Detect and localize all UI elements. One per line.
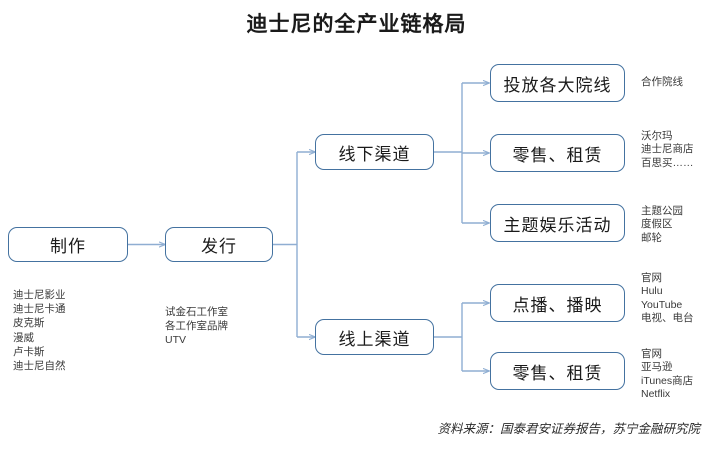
annotation-theme-entertainment: 主题公园度假区邮轮 (641, 205, 683, 244)
node-retail-rental-online[interactable]: 零售、租赁 (490, 352, 625, 390)
node-production[interactable]: 制作 (8, 227, 128, 262)
annotation-retail-rental-offline: 沃尔玛迪士尼商店百思买…… (641, 130, 694, 169)
sublist-production: 迪士尼影业迪士尼卡通皮克斯漫威卢卡斯迪士尼自然 (13, 289, 66, 373)
node-theaters[interactable]: 投放各大院线 (490, 64, 625, 102)
node-theme-entertainment[interactable]: 主题娱乐活动 (490, 204, 625, 242)
node-retail-rental-offline[interactable]: 零售、租赁 (490, 134, 625, 172)
node-online-channel[interactable]: 线上渠道 (315, 319, 434, 355)
annotation-theaters: 合作院线 (641, 76, 683, 88)
node-vod-broadcast[interactable]: 点播、播映 (490, 284, 625, 322)
node-offline-channel[interactable]: 线下渠道 (315, 134, 434, 170)
node-distribution[interactable]: 发行 (165, 227, 273, 262)
page-title: 迪士尼的全产业链格局 (246, 13, 467, 36)
source-note: 资料来源：国泰君安证券报告，苏宁金融研究院 (437, 422, 700, 436)
